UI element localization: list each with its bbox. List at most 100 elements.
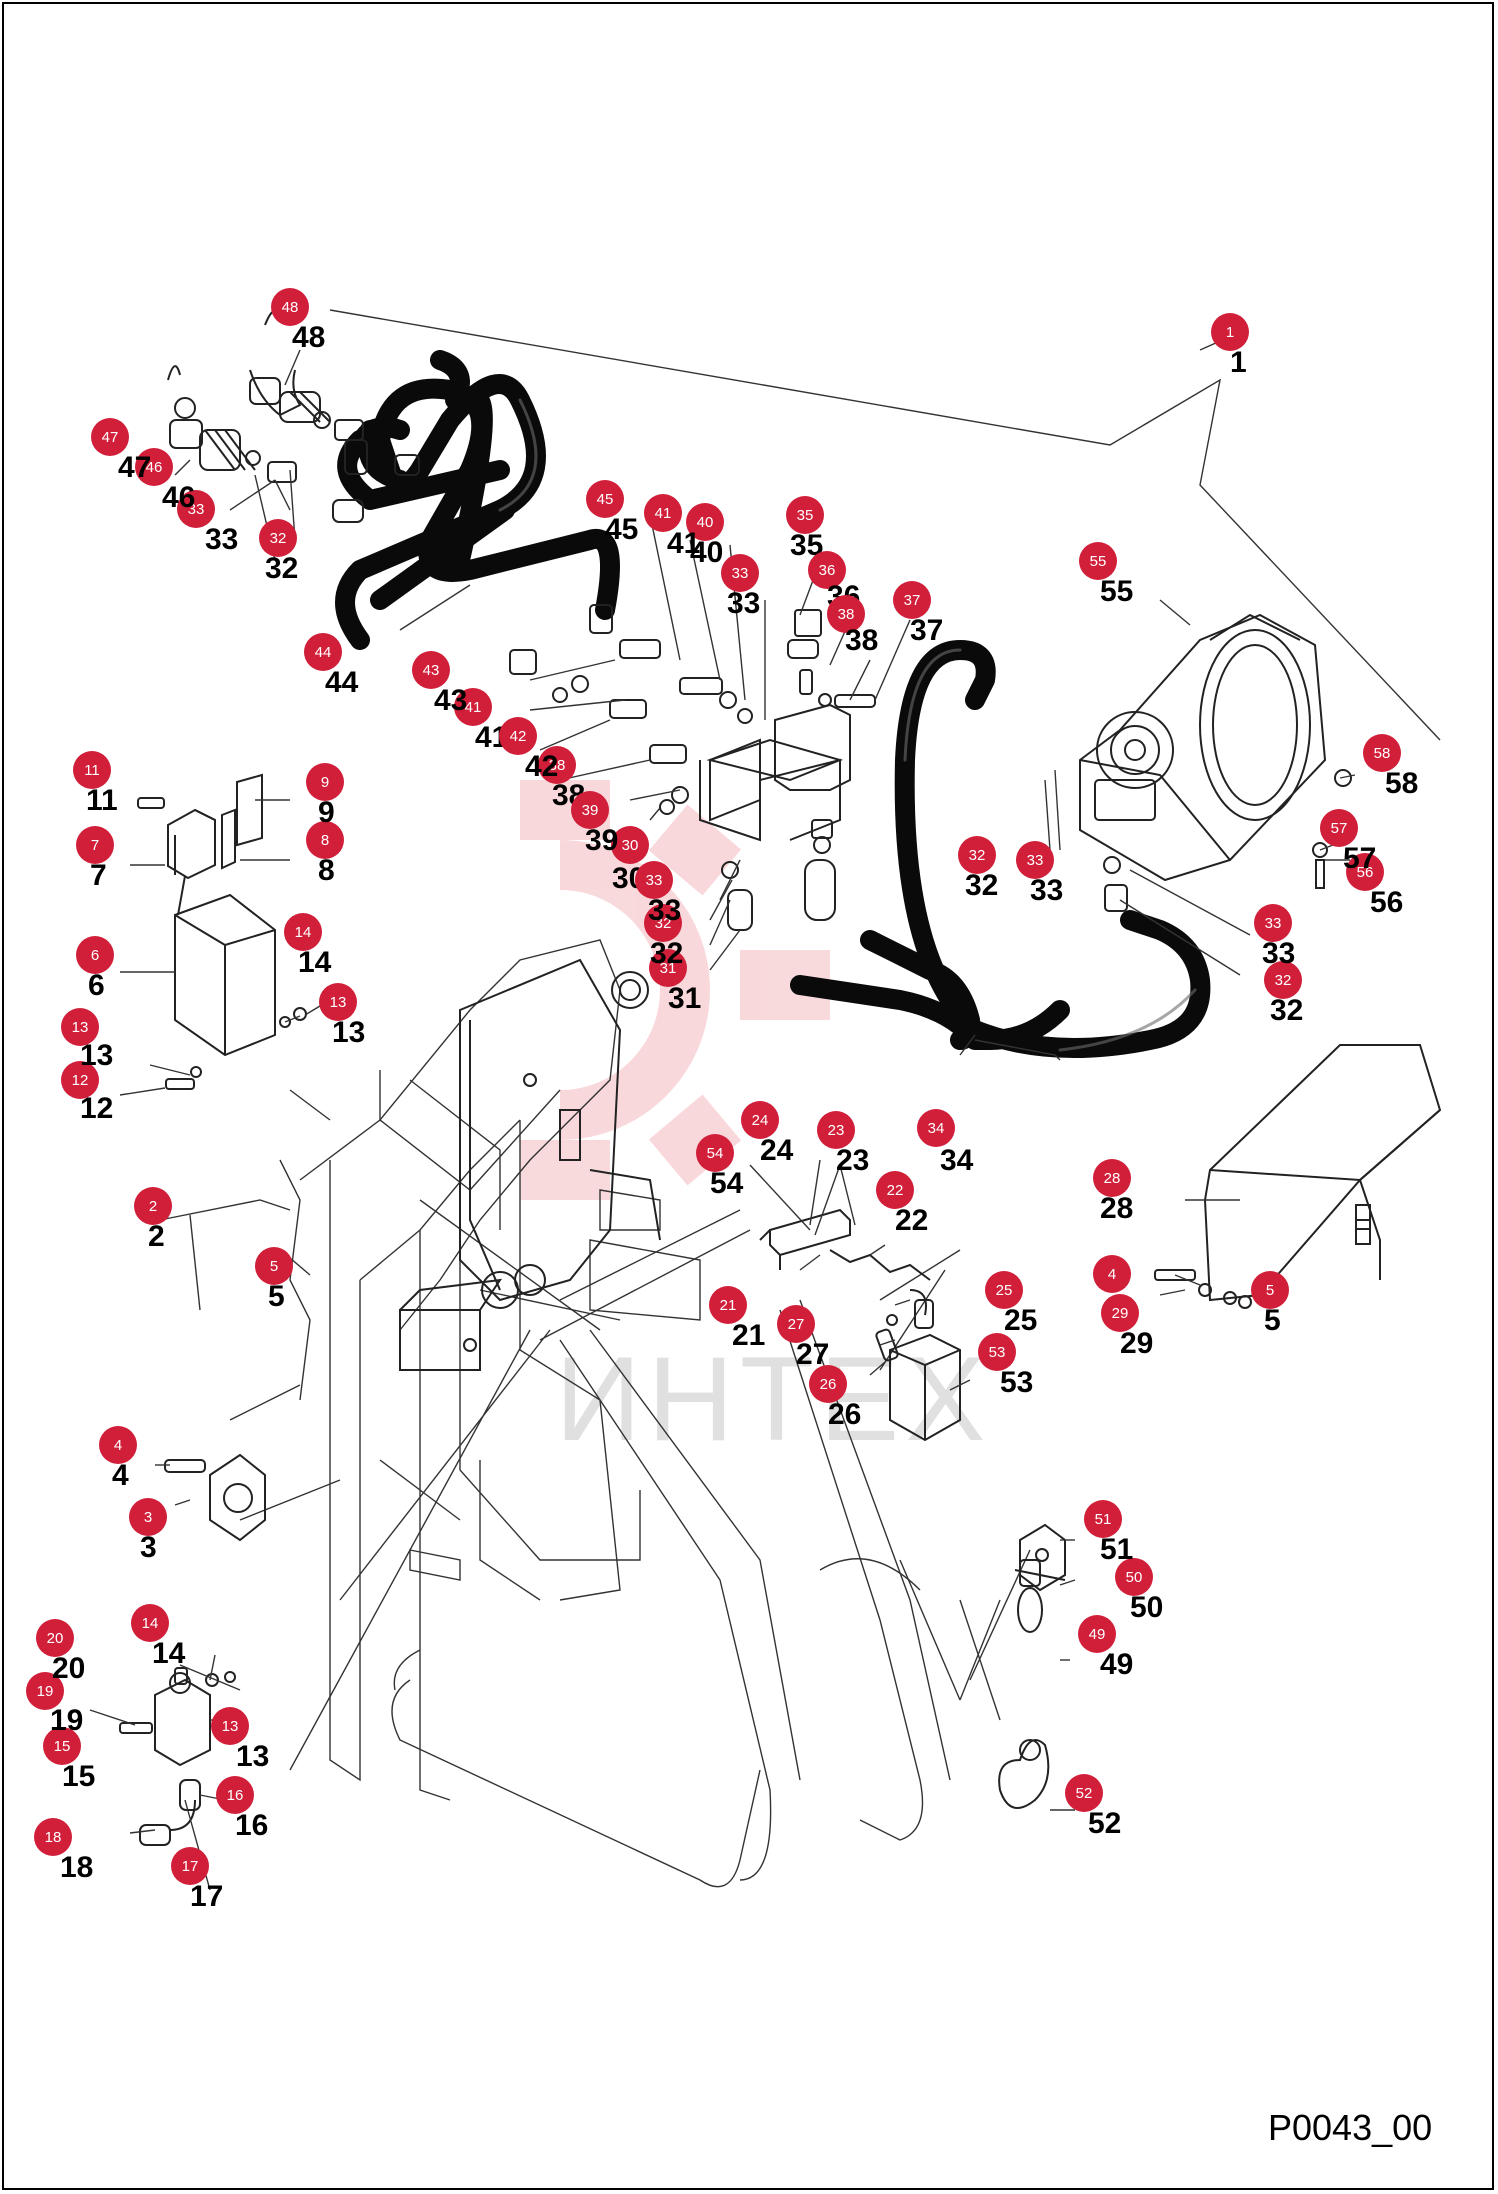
callout-balloon xyxy=(1084,1500,1122,1538)
callout-balloon xyxy=(34,1818,72,1856)
callout-label: 57 xyxy=(1343,842,1376,875)
callout-label: 46 xyxy=(162,481,195,514)
callout-label: 56 xyxy=(1370,886,1403,919)
callout-balloon-number: 33 xyxy=(188,501,205,518)
callout-label: 19 xyxy=(50,1704,83,1737)
callout-label: 50 xyxy=(1130,1591,1163,1624)
callout-label: 32 xyxy=(650,937,683,970)
callout-4: 44 xyxy=(99,1426,137,1492)
callout-label: 53 xyxy=(1000,1366,1033,1399)
callout-balloon-number: 20 xyxy=(47,1630,64,1647)
callout-label: 21 xyxy=(732,1319,765,1352)
callout-balloon xyxy=(61,1061,99,1099)
callout-balloon xyxy=(985,1271,1023,1309)
callout-balloon xyxy=(709,1286,747,1324)
callout-balloon-number: 17 xyxy=(182,1858,199,1875)
callout-balloon xyxy=(686,503,724,541)
callout-balloon xyxy=(786,496,824,534)
callout-balloon xyxy=(36,1619,74,1657)
callout-label: 9 xyxy=(318,796,335,829)
callout-label: 6 xyxy=(88,969,105,1002)
callout-balloon-number: 1 xyxy=(1226,324,1234,341)
callout-label: 13 xyxy=(236,1740,269,1773)
callout-balloon xyxy=(876,1171,914,1209)
callout-balloon-number: 15 xyxy=(54,1738,71,1755)
callout-5: 55 xyxy=(255,1247,293,1313)
callout-balloon xyxy=(284,913,322,951)
callout-balloon xyxy=(61,1008,99,1046)
hose-34-right xyxy=(894,640,1211,1058)
callout-label: 23 xyxy=(836,1144,869,1177)
callout-1: 11 xyxy=(1211,313,1249,379)
callout-label: 32 xyxy=(1270,994,1303,1027)
callout-label: 28 xyxy=(1100,1192,1133,1225)
callout-balloon-number: 6 xyxy=(91,947,99,964)
callout-balloon-number: 32 xyxy=(1275,972,1292,989)
callout-label: 26 xyxy=(828,1398,861,1431)
mast-plate xyxy=(459,958,661,1302)
callout-label: 33 xyxy=(727,587,760,620)
callout-balloon xyxy=(571,791,609,829)
callout-balloon xyxy=(271,288,309,326)
callout-balloon-number: 31 xyxy=(660,960,677,977)
callout-label: 51 xyxy=(1100,1533,1133,1566)
callout-balloon-number: 13 xyxy=(72,1019,89,1036)
callout-balloon-number: 27 xyxy=(788,1316,805,1333)
callout-label: 58 xyxy=(1385,767,1418,800)
callout-balloon-number: 54 xyxy=(707,1145,724,1162)
callout-balloon-number: 24 xyxy=(752,1112,769,1129)
callout-balloon xyxy=(538,746,576,784)
callout-balloon-number: 13 xyxy=(222,1718,239,1735)
bracket-plate xyxy=(164,1453,266,1542)
callout-balloon xyxy=(134,1187,172,1225)
callout-label: 54 xyxy=(710,1167,744,1200)
callout-label: 52 xyxy=(1088,1807,1121,1840)
callout-balloon xyxy=(649,949,687,987)
callout-label: 27 xyxy=(796,1338,829,1371)
callout-label: 15 xyxy=(62,1760,95,1793)
callout-5: 55 xyxy=(1251,1271,1289,1337)
callout-balloon xyxy=(808,551,846,589)
callout-balloon xyxy=(1115,1558,1153,1596)
callout-label: 33 xyxy=(1030,874,1063,907)
valve-blocks xyxy=(659,609,876,931)
callout-label: 33 xyxy=(1262,937,1295,970)
callout-label: 14 xyxy=(152,1637,186,1670)
callout-balloon xyxy=(499,717,537,755)
callout-balloon-number: 30 xyxy=(622,837,639,854)
watermark-text: ИНТЕХ xyxy=(555,1332,991,1466)
callout-balloon-number: 16 xyxy=(227,1787,244,1804)
callout-label: 13 xyxy=(332,1016,365,1049)
callout-balloon-number: 53 xyxy=(989,1344,1006,1361)
callout-balloon xyxy=(893,581,931,619)
callout-balloon xyxy=(827,595,865,633)
callout-balloon xyxy=(1264,961,1302,999)
callout-balloon xyxy=(306,763,344,801)
callout-balloon-number: 51 xyxy=(1095,1511,1112,1528)
callout-balloon-number: 56 xyxy=(1357,864,1374,881)
callout-balloon-number: 34 xyxy=(928,1120,945,1137)
shield-cover xyxy=(1154,1044,1442,1309)
callout-label: 39 xyxy=(585,824,618,857)
callout-balloon-number: 33 xyxy=(1027,852,1044,869)
callout-balloon-number: 13 xyxy=(330,994,347,1011)
